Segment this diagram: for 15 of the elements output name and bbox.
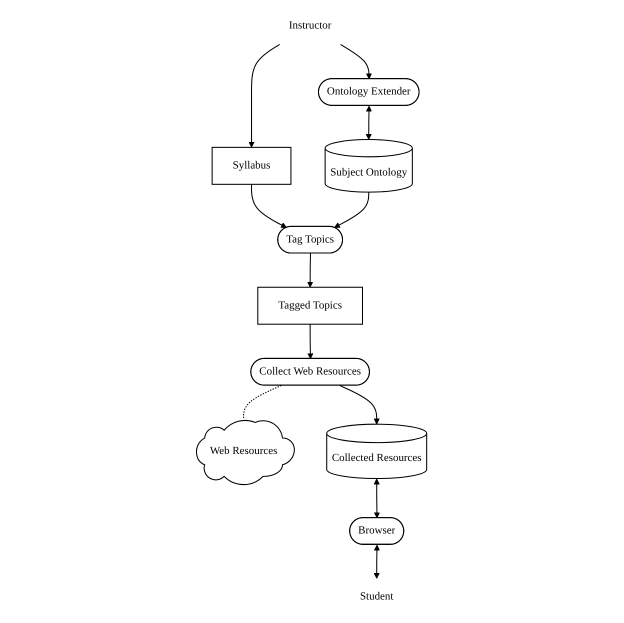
arrow (248, 44, 280, 148)
arrow (340, 44, 372, 80)
node-box: Syllabus (212, 146, 292, 185)
node-text: Student (360, 590, 394, 602)
arrow (340, 385, 380, 424)
arrow (334, 192, 370, 228)
node-box: Tagged Topics (258, 286, 364, 325)
arrow (366, 106, 372, 140)
arrow (374, 544, 380, 579)
arrow (374, 478, 380, 518)
node-text: Instructor (289, 20, 332, 32)
connector (244, 385, 282, 420)
arrow (308, 324, 314, 360)
arrow (308, 253, 314, 288)
arrow (251, 184, 288, 228)
